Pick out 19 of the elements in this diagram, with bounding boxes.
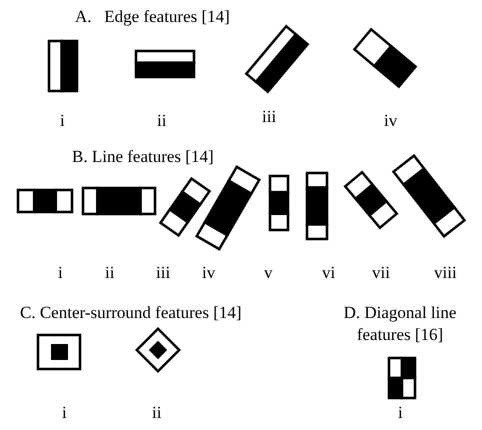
feature-numeral: iii bbox=[262, 106, 276, 128]
feature-numeral: ii bbox=[157, 110, 166, 132]
section-heading: B. Line features [14] bbox=[72, 146, 214, 168]
feature-numeral: iv bbox=[202, 262, 216, 284]
feature-numeral: v bbox=[264, 262, 272, 284]
feature-numeral: i bbox=[398, 402, 403, 424]
section-heading: A. Edge features [14] bbox=[75, 6, 230, 28]
feature-numeral: viii bbox=[434, 262, 457, 284]
feature-numeral: i bbox=[60, 110, 65, 132]
feature-numeral: ii bbox=[152, 402, 162, 424]
feature-numeral: i bbox=[58, 262, 63, 284]
feature-numeral: vii bbox=[372, 262, 390, 284]
feature-numeral: vi bbox=[322, 262, 336, 284]
section-heading: C. Center-surround features [14] bbox=[20, 302, 242, 324]
feature-numeral: i bbox=[62, 402, 67, 424]
feature-numeral: iii bbox=[156, 262, 170, 284]
section-heading: D. Diagonal line features [16] bbox=[342, 302, 458, 346]
feature-numeral: ii bbox=[105, 262, 114, 284]
feature-numeral: iv bbox=[384, 110, 398, 132]
